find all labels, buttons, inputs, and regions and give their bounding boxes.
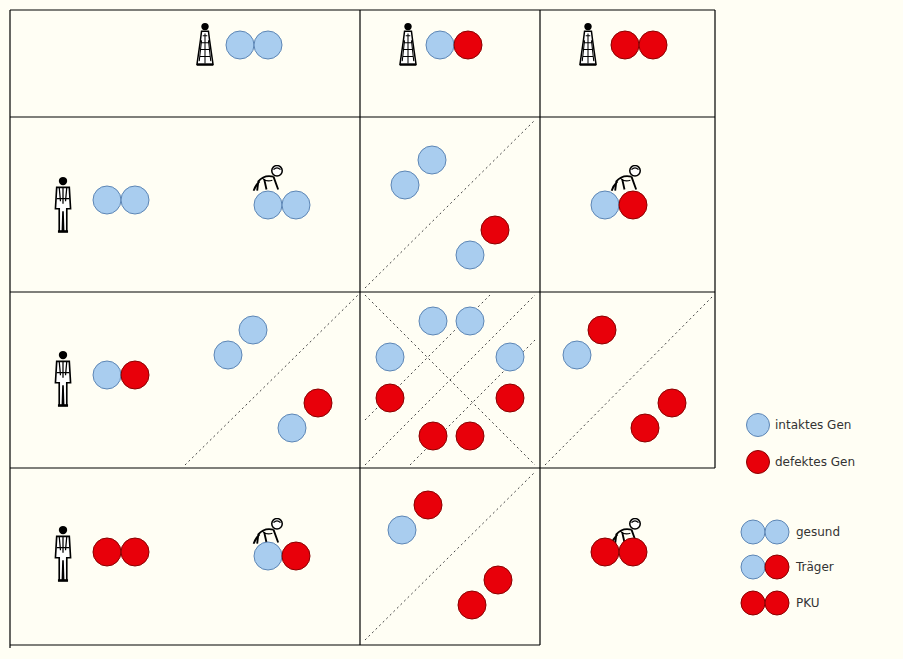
gene-circle	[765, 555, 789, 579]
gene-circle	[741, 591, 765, 615]
gene-circle	[765, 520, 789, 544]
legend-label: defektes Gen	[775, 455, 855, 469]
gene-circle	[765, 591, 789, 615]
gene-circle	[741, 555, 765, 579]
legend-label: intaktes Gen	[775, 418, 851, 432]
gene-pair-sample	[740, 554, 792, 580]
gene-circle	[741, 520, 765, 544]
legend-swatch	[746, 413, 770, 437]
legend-swatch	[746, 450, 770, 474]
gene-pair-sample	[740, 519, 792, 545]
gene-pair-sample	[740, 590, 792, 616]
legend-label: gesund	[796, 525, 840, 539]
legend-label: PKU	[796, 596, 820, 610]
legend-label: Träger	[796, 560, 834, 574]
